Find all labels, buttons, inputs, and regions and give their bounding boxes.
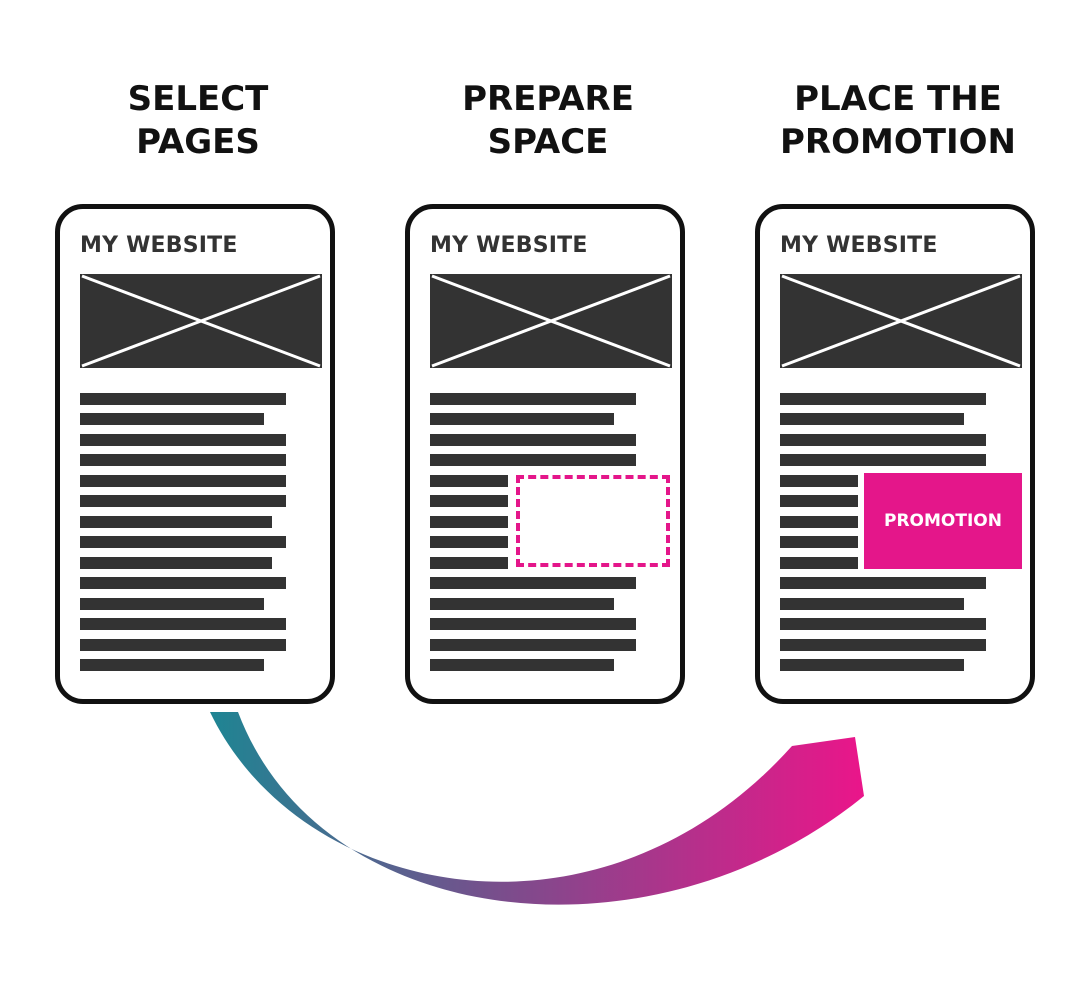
text-line [80, 557, 272, 569]
text-line [430, 413, 614, 425]
text-line [80, 413, 264, 425]
text-line [430, 516, 508, 528]
image-placeholder-icon [80, 274, 322, 368]
text-line [80, 577, 286, 589]
text-line [80, 434, 286, 446]
text-line [780, 557, 858, 569]
site-title: MY WEBSITE [430, 233, 588, 258]
text-line [780, 454, 986, 466]
text-line [430, 454, 636, 466]
text-line [780, 516, 858, 528]
text-line [430, 536, 508, 548]
text-line [430, 434, 636, 446]
text-line [80, 393, 286, 405]
text-line [80, 454, 286, 466]
text-line [430, 618, 636, 630]
phone-mockup-prepare-space: MY WEBSITE [405, 204, 685, 704]
text-line [780, 495, 858, 507]
text-line [80, 618, 286, 630]
text-line [780, 393, 986, 405]
text-line [780, 659, 964, 671]
text-line [430, 659, 614, 671]
image-placeholder-icon [780, 274, 1022, 368]
text-line [430, 475, 508, 487]
text-line [780, 413, 964, 425]
text-line [430, 557, 508, 569]
text-line [430, 393, 636, 405]
promotion-block: PROMOTION [864, 473, 1022, 569]
site-title: MY WEBSITE [780, 233, 938, 258]
text-line [430, 639, 636, 651]
promotion-placeholder [516, 475, 670, 567]
text-line [80, 475, 286, 487]
text-line [80, 659, 264, 671]
phone-mockup-select-pages: MY WEBSITE [55, 204, 335, 704]
site-title: MY WEBSITE [80, 233, 238, 258]
phone-mockup-place-promotion: MY WEBSITE PROMOTION [755, 204, 1035, 704]
text-line [430, 495, 508, 507]
image-placeholder-icon [430, 274, 672, 368]
text-line [430, 577, 636, 589]
step-title-select-pages: SELECT PAGES [127, 79, 269, 162]
text-line [780, 536, 858, 548]
text-line [780, 618, 986, 630]
text-line [780, 434, 986, 446]
text-line [80, 639, 286, 651]
step-title-prepare-space: PREPARE SPACE [462, 79, 634, 162]
text-line [80, 516, 272, 528]
step-title-place-promotion: PLACE THE PROMOTION [780, 79, 1016, 162]
text-line [430, 598, 614, 610]
text-line [780, 639, 986, 651]
text-line [80, 536, 286, 548]
text-line [780, 475, 858, 487]
text-line [80, 495, 286, 507]
text-line [80, 598, 264, 610]
text-line [780, 577, 986, 589]
text-line [780, 598, 964, 610]
